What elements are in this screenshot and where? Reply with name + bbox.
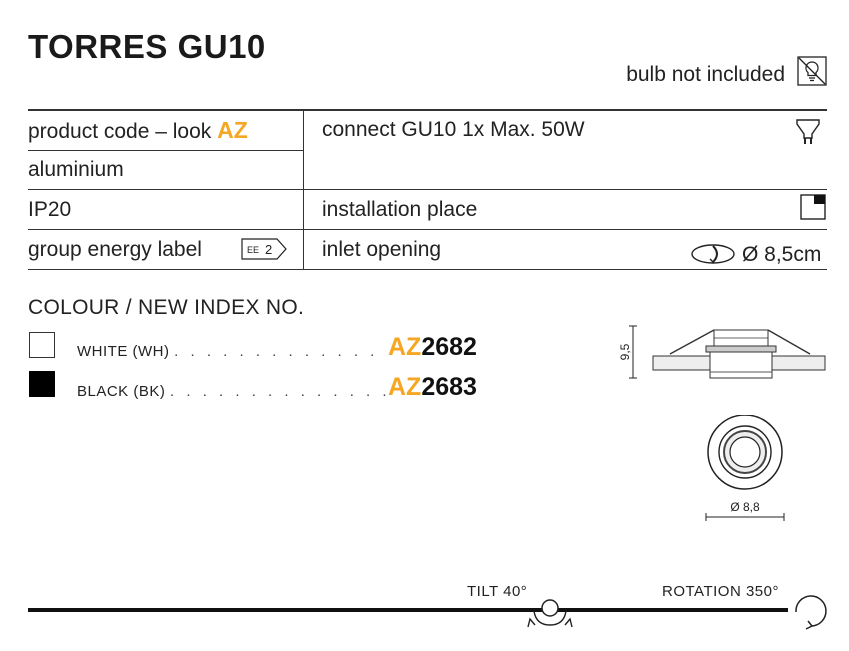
gu10-bulb-icon (796, 119, 820, 144)
colour-section-title: COLOUR / NEW INDEX NO. (28, 296, 305, 319)
product-title: TORRES GU10 (28, 28, 266, 65)
colour-swatch-white (29, 332, 55, 358)
connect-cell: connect GU10 1x Max. 50W (322, 118, 585, 141)
leader-dots: . . . . . . . . . . . . . . (174, 343, 387, 360)
bulb-not-included-text: bulb not included (626, 63, 785, 86)
installation-place-icon (800, 194, 826, 220)
tilt-icon (527, 599, 573, 628)
tilt-label: TILT 40° (467, 583, 528, 600)
energy-label-icon: EE 2 (241, 238, 287, 260)
colour-code-white: AZ2682 (388, 333, 477, 362)
table-top-border (28, 109, 827, 111)
height-dimension: 9,5 (618, 343, 632, 360)
energy-label-cell: group energy label (28, 238, 202, 261)
colour-code-number: 2683 (421, 373, 477, 401)
colour-label: BLACK (BK) (77, 383, 166, 400)
inlet-diameter-value: Ø 8,5cm (742, 243, 822, 266)
colour-code-black: AZ2683 (388, 373, 477, 402)
base-line (28, 608, 788, 612)
table-divider (28, 229, 827, 230)
colour-swatch-black (29, 371, 55, 397)
table-column-divider (303, 110, 304, 269)
table-divider (28, 189, 827, 190)
colour-row-black: BLACK (BK) . . . . . . . . . . . . . . (77, 383, 387, 400)
rotation-label: ROTATION 350° (662, 583, 779, 600)
colour-code-number: 2682 (421, 333, 477, 361)
material-cell: aluminium (28, 158, 124, 181)
side-section-drawing: 9,5 (618, 325, 826, 379)
energy-badge-class: 2 (265, 242, 272, 257)
energy-badge-prefix: EE (247, 245, 259, 255)
table-bottom-border (28, 269, 827, 270)
installation-place-cell: installation place (322, 198, 478, 221)
diameter-dimension: Ø 8,8 (730, 500, 760, 514)
front-view-drawing: Ø 8,8 (705, 415, 785, 521)
inlet-opening-cell: inlet opening (322, 238, 442, 261)
table-divider (28, 150, 303, 151)
inlet-opening-icon (691, 244, 735, 264)
leader-dots: . . . . . . . . . . . . . . (170, 383, 387, 400)
colour-label: WHITE (WH) (77, 343, 170, 360)
colour-row-white: WHITE (WH) . . . . . . . . . . . . . . (77, 343, 387, 360)
product-code-cell: product code – look AZ (28, 117, 248, 144)
bulb-not-included-icon (797, 56, 827, 86)
product-code-brand: AZ (217, 117, 248, 143)
colour-code-brand: AZ (388, 333, 422, 361)
product-code-label: product code – look (28, 120, 218, 143)
ip-rating-cell: IP20 (28, 198, 72, 221)
colour-code-brand: AZ (388, 373, 422, 401)
rotation-icon (795, 595, 827, 630)
